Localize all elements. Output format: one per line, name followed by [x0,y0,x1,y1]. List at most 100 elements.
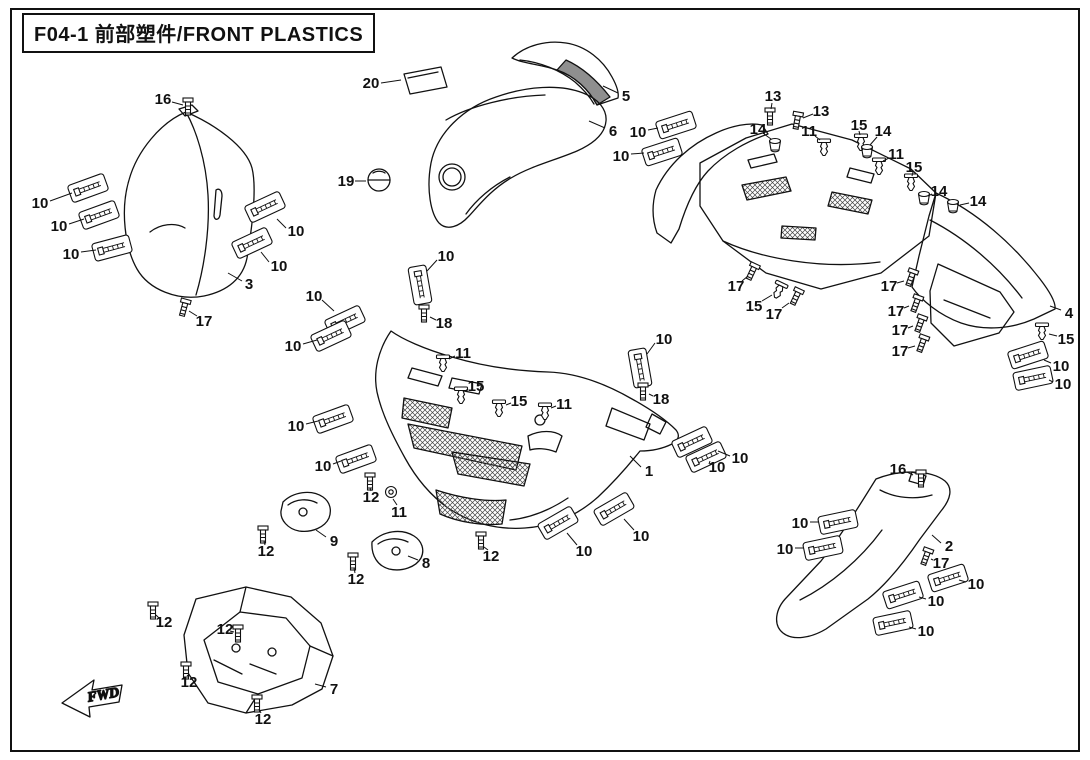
callout-10: 10 [1043,358,1069,375]
callout-10: 10 [918,593,944,610]
callout-leader-line [369,487,372,492]
callout-9: 9 [315,529,338,550]
callout-leader-line [483,546,489,551]
callout-number: 8 [422,555,430,572]
callout-10: 10 [708,459,726,476]
callout-number: 10 [288,223,305,240]
callout-10: 10 [306,288,335,312]
callout-number: 17 [196,313,213,330]
callout-10: 10 [276,218,305,240]
callout-leader-line [1043,359,1052,364]
callout-number: 2 [945,538,953,555]
callout-16: 16 [155,91,184,108]
callout-leader-line [770,102,773,110]
callout-number: 10 [630,124,647,141]
callout-number: 10 [315,458,332,475]
callout-leader-line [931,534,942,544]
callout-number: 16 [890,461,907,478]
callout-12: 12 [155,614,172,631]
part-4-front-fender-assembly [652,123,1056,347]
callout-15: 15 [851,117,868,136]
callout-10: 10 [623,518,650,545]
callout-10: 10 [32,192,73,212]
pin-icon [768,279,789,302]
callout-number: 5 [622,88,630,105]
callout-number: 10 [271,258,288,275]
callout-number: 15 [851,117,868,134]
callout-leader-line [229,630,235,633]
callout-leader-line [380,79,402,84]
callout-number: 10 [306,288,323,305]
callout-leader-line [882,157,890,162]
callout-leader-line [314,683,327,688]
callout-leader-line [927,193,933,197]
part-7-skid-plate [183,586,334,714]
callout-leader-line [629,455,642,468]
part-3-left-side-panel [123,104,255,298]
screw-icon [347,552,359,571]
callout-19: 19 [338,173,366,190]
callout-number: 10 [288,418,305,435]
callout-leader-line [906,471,914,476]
callout-17: 17 [930,555,949,572]
screw-icon [914,333,931,354]
callout-leader-line [171,101,184,106]
boxed-screw-icon [1011,364,1055,392]
fwd-label: FWD [85,685,120,705]
callout-15: 15 [464,378,485,395]
callout-14: 14 [927,183,948,200]
callout-leader-line [907,325,914,329]
fwd-arrow: FWD [61,679,123,718]
screw-icon [176,297,192,318]
callout-number: 10 [709,459,726,476]
callout-number: 17 [892,343,909,360]
callout-leader-line [464,388,469,392]
page-title-text: F04-1 前部塑件/FRONT PLASTICS [34,24,364,46]
callout-number: 14 [875,123,892,140]
callout-leader-line [550,405,557,409]
callout-10: 10 [285,338,318,355]
callout-number: 10 [732,450,749,467]
callout-leader-line [602,85,619,94]
screw-icon [637,382,649,401]
callout-leader-line [302,339,318,345]
callout-10: 10 [63,246,97,263]
boxed-screw-icon [881,580,925,610]
callout-12: 12 [363,487,379,506]
callout-number: 12 [255,711,272,728]
callout-7: 7 [314,681,338,698]
callout-leader-line [918,596,927,600]
callout-number: 4 [1065,305,1074,322]
boxed-screw-icon [407,264,433,306]
callout-17: 17 [892,322,914,339]
boxed-screw-icon [311,403,355,435]
callout-number: 10 [63,246,80,263]
callout-leader-line [802,113,814,119]
callout-number: 15 [468,378,485,395]
callout-6: 6 [588,120,617,140]
callout-leader-line [429,316,437,321]
callout-10: 10 [260,251,288,275]
callout-leader-line [407,555,419,561]
nut-icon [917,190,931,206]
callout-17: 17 [766,302,790,323]
callout-number: 18 [653,391,670,408]
callout-15: 15 [505,393,527,410]
boxed-screw-icon [640,137,684,167]
callout-leader-line [332,460,342,465]
callout-number: 10 [438,248,455,265]
callout-leader-line [186,674,189,677]
callout-leader-line [896,280,905,284]
callout-16: 16 [890,461,914,478]
part-9-bracket [280,491,331,533]
callout-number: 10 [633,528,650,545]
callout-leader-line [392,498,398,506]
nut-icon [860,143,874,159]
callout-number: 10 [285,338,302,355]
page-title: F04-1 前部塑件/FRONT PLASTICS [22,13,376,53]
callout-2: 2 [931,534,953,555]
callout-10: 10 [717,450,749,467]
callout-leader-line [648,393,654,397]
nut-icon [768,137,782,153]
callout-14: 14 [869,123,892,146]
